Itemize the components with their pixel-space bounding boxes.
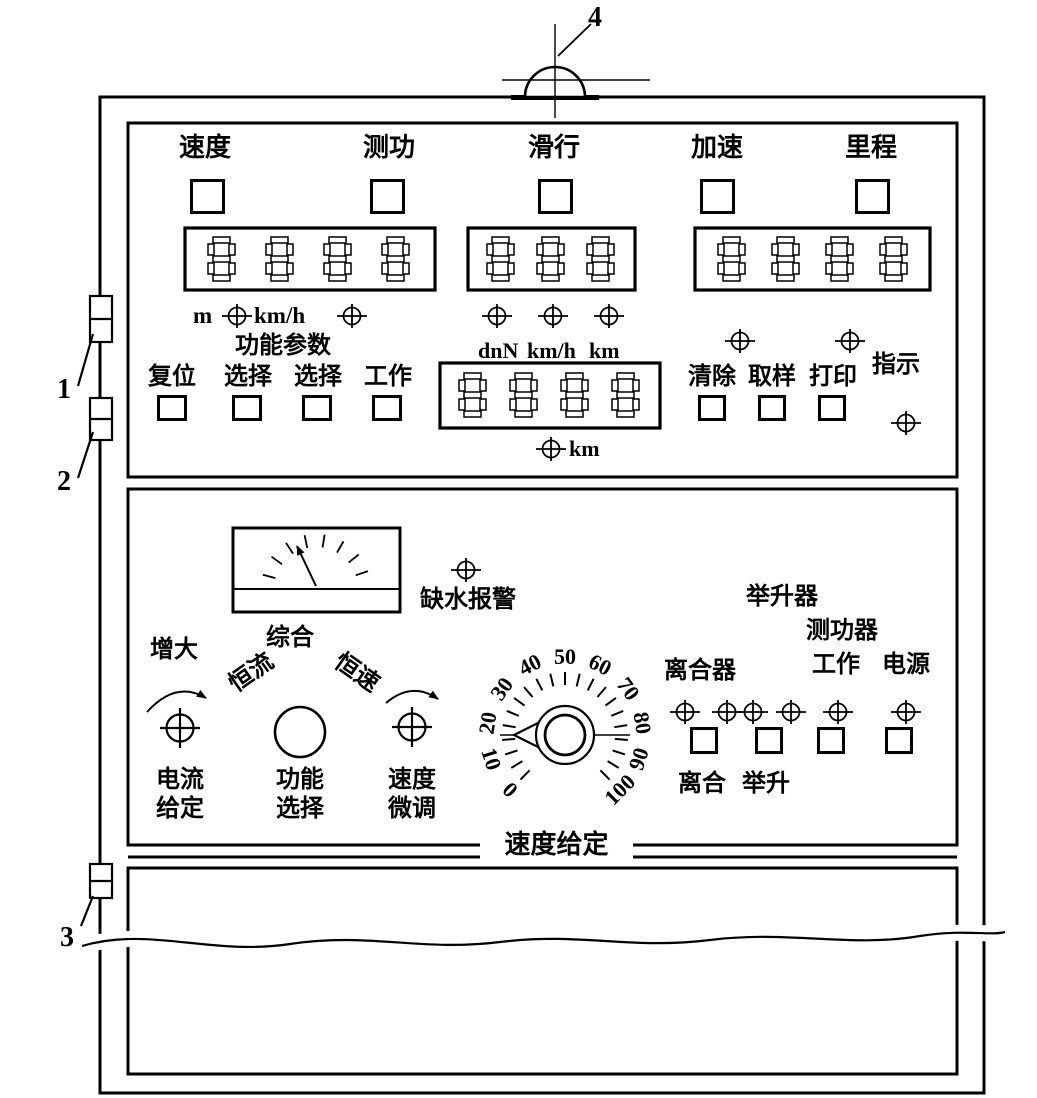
mode-label-coast: 滑行 bbox=[528, 133, 581, 162]
panel-meter bbox=[231, 526, 402, 614]
lift-button[interactable] bbox=[755, 727, 783, 754]
mode-button-dyno[interactable] bbox=[370, 179, 405, 214]
indicator-lamp bbox=[890, 410, 922, 436]
dome-lamp bbox=[502, 23, 650, 118]
mode-label-integrated: 综合 bbox=[266, 625, 314, 651]
key-label-print: 打印 bbox=[809, 364, 857, 390]
coast-display-digits bbox=[486, 236, 615, 282]
print-key[interactable] bbox=[818, 395, 846, 421]
function-select-knob[interactable] bbox=[273, 705, 327, 759]
mileage-lamp-1 bbox=[724, 328, 756, 354]
increase-arrow bbox=[146, 689, 207, 713]
current-setting-knob[interactable] bbox=[158, 706, 202, 750]
select-key-1[interactable] bbox=[232, 395, 262, 421]
power-button[interactable] bbox=[885, 727, 913, 754]
speed-display bbox=[183, 226, 437, 292]
key-label-clear: 清除 bbox=[688, 364, 736, 390]
unit-label-dnn: dnN bbox=[478, 338, 519, 363]
work-button[interactable] bbox=[817, 727, 845, 754]
meter-needle bbox=[296, 545, 317, 587]
parameter-display bbox=[438, 361, 662, 430]
key-label-sample: 取样 bbox=[748, 364, 796, 390]
speed-display-digits bbox=[207, 236, 410, 282]
current-knob-label: 电流给定 bbox=[156, 767, 204, 822]
upper-panel bbox=[126, 121, 959, 479]
lifter-lamp-1 bbox=[711, 699, 743, 725]
callout-4-leader bbox=[557, 23, 592, 57]
unit-label-km-1: km bbox=[589, 338, 620, 363]
break-wave bbox=[79, 924, 1008, 955]
sample-key[interactable] bbox=[758, 395, 786, 421]
speed-dial[interactable] bbox=[500, 672, 630, 781]
power-label: 电源 bbox=[882, 652, 930, 678]
unit-label-m: m bbox=[193, 303, 213, 328]
kmh-unit-lamp-2 bbox=[537, 303, 569, 329]
clutch-button-label: 离合 bbox=[678, 771, 726, 797]
mode-button-accel[interactable] bbox=[700, 179, 735, 214]
increase-label: 增大 bbox=[150, 637, 198, 663]
callout-3-leader bbox=[79, 895, 95, 927]
speed-fine-tune-knob[interactable] bbox=[390, 705, 434, 749]
key-label-select-1: 选择 bbox=[224, 364, 272, 390]
mode-label-speed: 速度 bbox=[179, 133, 232, 162]
mode-button-speed[interactable] bbox=[190, 179, 225, 214]
dyno-lamp bbox=[775, 699, 807, 725]
km-unit-lamp-2 bbox=[535, 436, 567, 462]
work-label: 工作 bbox=[812, 652, 860, 678]
bottom-panel bbox=[126, 866, 959, 1076]
dyno-label: 测功器 bbox=[806, 618, 878, 644]
key-label-select-2: 选择 bbox=[294, 364, 342, 390]
unit-label-km-2: km bbox=[569, 436, 600, 461]
indicator-label: 指示 bbox=[872, 352, 920, 378]
mode-label-accel: 加速 bbox=[691, 133, 744, 162]
callout-3: 3 bbox=[60, 922, 74, 953]
unit-label-kmh-1: km/h bbox=[254, 303, 306, 328]
key-label-work: 工作 bbox=[364, 364, 412, 390]
clutch-label: 离合器 bbox=[664, 658, 736, 684]
mileage-lamp-2 bbox=[834, 328, 866, 354]
coast-display bbox=[466, 226, 637, 292]
fine-tune-knob-label: 速度微调 bbox=[388, 767, 436, 822]
work-key[interactable] bbox=[372, 395, 402, 421]
power-lamp bbox=[890, 699, 922, 725]
mode-button-coast[interactable] bbox=[538, 179, 573, 214]
dial-scale-50: 50 bbox=[554, 644, 576, 669]
function-knob-label: 功能选择 bbox=[276, 767, 324, 822]
mode-label-mileage: 里程 bbox=[845, 133, 898, 162]
callout-4: 4 bbox=[588, 2, 602, 33]
lifter-lamp-2 bbox=[737, 699, 769, 725]
water-alarm-label: 缺水报警 bbox=[420, 587, 516, 613]
m-unit-lamp bbox=[221, 303, 253, 329]
lift-button-label: 举升 bbox=[742, 771, 790, 797]
mode-button-mileage[interactable] bbox=[855, 179, 890, 214]
clutch-button[interactable] bbox=[690, 727, 718, 754]
reset-key[interactable] bbox=[157, 395, 187, 421]
speed-dial-label: 速度给定 bbox=[480, 830, 633, 860]
function-group-label: 功能参数 bbox=[235, 333, 331, 359]
clear-key[interactable] bbox=[698, 395, 726, 421]
mileage-display bbox=[693, 226, 932, 292]
fine-tune-arrow bbox=[385, 690, 439, 704]
dnn-unit-lamp bbox=[481, 303, 513, 329]
lifter-label: 举升器 bbox=[746, 584, 818, 610]
clutch-lamp bbox=[669, 699, 701, 725]
callout-2-leader bbox=[76, 431, 95, 479]
callout-2: 2 bbox=[57, 466, 71, 497]
km-unit-lamp-1 bbox=[593, 303, 625, 329]
unit-label-kmh-2: km/h bbox=[527, 338, 576, 363]
mode-label-dyno: 测功 bbox=[363, 133, 416, 162]
parameter-display-digits bbox=[458, 372, 640, 418]
select-key-2[interactable] bbox=[302, 395, 332, 421]
mileage-display-digits bbox=[717, 236, 908, 282]
key-label-reset: 复位 bbox=[148, 364, 196, 390]
kmh-unit-lamp-1 bbox=[336, 303, 368, 329]
water-alarm-lamp bbox=[450, 557, 482, 583]
callout-1-leader bbox=[76, 333, 95, 387]
work-lamp bbox=[822, 699, 854, 725]
callout-1: 1 bbox=[57, 374, 71, 405]
